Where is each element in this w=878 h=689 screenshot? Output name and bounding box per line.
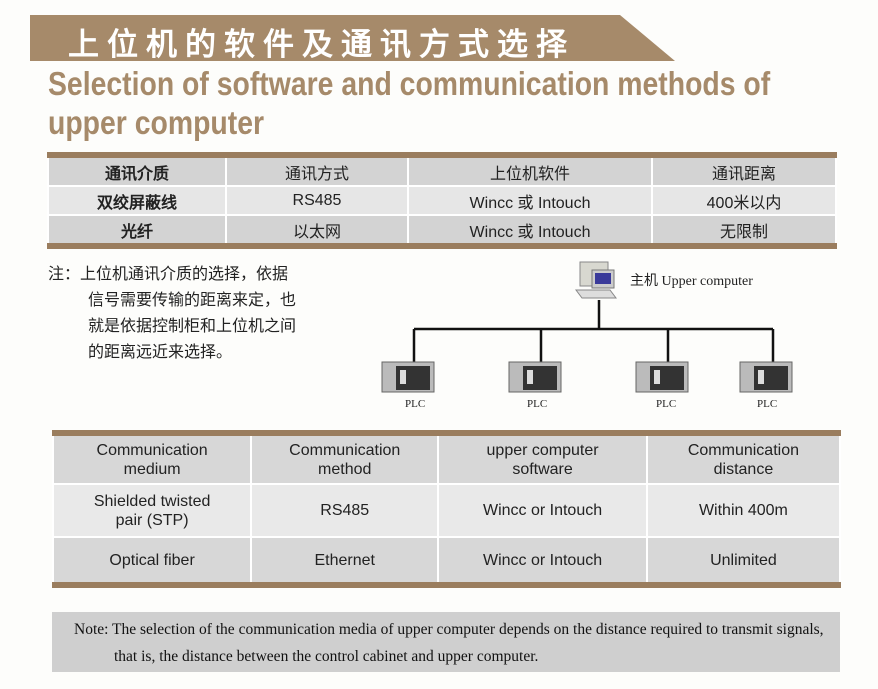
note-line: 信号需要传输的距离来定，也	[88, 290, 297, 309]
header-cell: upper computer software	[437, 432, 648, 485]
network-lines	[381, 261, 793, 393]
header-cell: 通讯距离	[651, 154, 837, 187]
table-row: Optical fiber Ethernet Wincc or Intouch …	[51, 536, 842, 586]
network-diagram: 主机 Upper computer PLC PLC PLC PLC	[370, 250, 810, 420]
cell: Unlimited	[645, 536, 842, 586]
table-header-row: Communication medium Communication metho…	[51, 432, 842, 485]
cell: Wincc or Intouch	[437, 483, 648, 538]
cell: 双绞屏蔽线	[47, 185, 227, 216]
table-row: 双绞屏蔽线 RS485 Wincc 或 Intouch 400米以内	[47, 185, 837, 216]
plc-label: PLC	[405, 398, 426, 410]
plc-label: PLC	[757, 398, 778, 410]
cell: 以太网	[225, 214, 409, 247]
cell: RS485	[250, 483, 440, 538]
title-banner: 上位机的软件及通讯方式选择	[30, 15, 675, 61]
note-cn: 注：上位机通讯介质的选择，依据 信号需要传输的距离来定，也 就是依据控制柜和上位…	[48, 261, 348, 365]
header-cell: Communication medium	[51, 432, 253, 485]
note-line: 上位机通讯介质的选择，依据	[80, 264, 289, 283]
cell: Wincc 或 Intouch	[407, 185, 653, 216]
header-cell: Communication distance	[645, 432, 842, 485]
note-line: that is, the distance between the contro…	[114, 648, 539, 665]
header-cell: 上位机软件	[407, 154, 653, 187]
cell: 光纤	[47, 214, 227, 247]
table-row: 光纤 以太网 Wincc 或 Intouch 无限制	[47, 214, 837, 247]
cell: 无限制	[651, 214, 837, 247]
plc-label: PLC	[527, 398, 548, 410]
note-label: 注：	[48, 264, 81, 283]
cell: Within 400m	[645, 483, 842, 538]
plc-label: PLC	[656, 398, 677, 410]
table-row: Shielded twisted pair (STP) RS485 Wincc …	[51, 483, 842, 538]
note-line: Note: The selection of the communication…	[74, 621, 824, 638]
note-line: 就是依据控制柜和上位机之间	[88, 316, 297, 335]
cell: Optical fiber	[51, 536, 253, 586]
table-header-row: 通讯介质 通讯方式 上位机软件 通讯距离	[47, 154, 837, 187]
computer-icon	[575, 261, 617, 299]
table-en: Communication medium Communication metho…	[51, 430, 842, 588]
header-cell: 通讯介质	[47, 154, 227, 187]
title-cn: 上位机的软件及通讯方式选择	[68, 27, 575, 63]
title-en: Selection of software and communication …	[48, 65, 771, 141]
plc-icons	[381, 361, 793, 393]
note-line: 的距离远近来选择。	[88, 342, 233, 361]
header-cell: Communication method	[250, 432, 440, 485]
cell: Ethernet	[250, 536, 440, 586]
host-label: 主机 Upper computer	[630, 274, 753, 289]
note-en: Note: The selection of the communication…	[52, 612, 840, 672]
cell: Shielded twisted pair (STP)	[51, 483, 253, 538]
cell: Wincc 或 Intouch	[407, 214, 653, 247]
cell: Wincc or Intouch	[437, 536, 648, 586]
cell: 400米以内	[651, 185, 837, 216]
header-cell: 通讯方式	[225, 154, 409, 187]
cell: RS485	[225, 185, 409, 216]
table-cn: 通讯介质 通讯方式 上位机软件 通讯距离 双绞屏蔽线 RS485 Wincc 或…	[47, 152, 837, 249]
